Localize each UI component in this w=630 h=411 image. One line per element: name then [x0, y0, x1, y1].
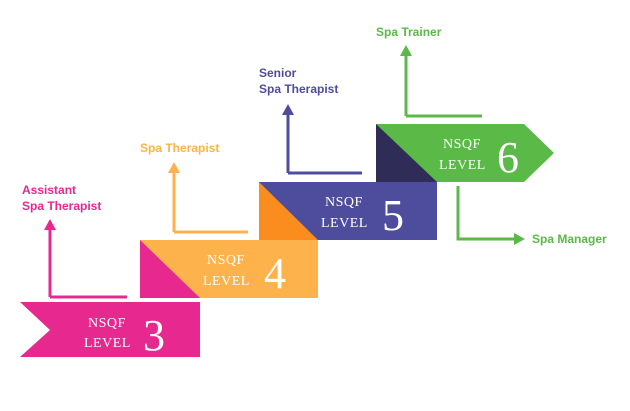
level-5-ribbon [259, 182, 437, 240]
role-spa-manager: Spa Manager [532, 231, 607, 247]
role-assistant-spa-therapist: Assistant Spa Therapist [22, 182, 101, 214]
level-5-step: NSQF LEVEL 5 [259, 182, 437, 240]
level-3-word: LEVEL [84, 336, 131, 351]
role-spa-therapist: Spa Therapist [140, 140, 219, 156]
level-4-number: 4 [264, 249, 286, 298]
role-assistant-line2: Spa Therapist [22, 199, 102, 213]
level-5-number: 5 [382, 191, 404, 240]
level-6-number: 6 [497, 133, 519, 182]
arrowhead-spa-trainer [400, 45, 412, 56]
role-spa-trainer-label: Spa Trainer [376, 25, 442, 39]
level-6-fold [376, 124, 437, 182]
level-5-word: LEVEL [321, 216, 368, 231]
arrowhead-senior-spa-therapist [282, 104, 294, 115]
level-6-step: NSQF LEVEL 6 [376, 124, 554, 182]
arrowhead-spa-therapist [168, 162, 180, 173]
level-3-step: NSQF LEVEL 3 [20, 302, 200, 360]
level-5-fold [259, 182, 318, 240]
role-spa-therapist-label: Spa Therapist [140, 141, 220, 155]
role-spa-manager-label: Spa Manager [532, 232, 607, 246]
level-4-nsqf: NSQF [207, 253, 245, 268]
level-4-word: LEVEL [203, 274, 250, 289]
role-assistant-line1: Assistant [22, 183, 77, 197]
level-3-number: 3 [143, 311, 165, 360]
level-3-nsqf: NSQF [88, 316, 126, 331]
level-5-nsqf: NSQF [325, 195, 363, 210]
role-senior-line2: Spa Therapist [259, 82, 339, 96]
arrowhead-assistant-spa-therapist [44, 219, 56, 230]
level-3-ribbon [20, 302, 200, 357]
arrowhead-spa-manager [514, 233, 525, 245]
level-4-step: NSQF LEVEL 4 [140, 240, 318, 298]
role-senior-line1: Senior [259, 66, 297, 80]
role-spa-trainer: Spa Trainer [376, 24, 441, 40]
arrow-spa-manager [456, 186, 514, 241]
level-6-word: LEVEL [439, 158, 486, 173]
level-4-fold [140, 240, 200, 298]
level-6-nsqf: NSQF [443, 137, 481, 152]
role-senior-spa-therapist: Senior Spa Therapist [259, 65, 338, 97]
